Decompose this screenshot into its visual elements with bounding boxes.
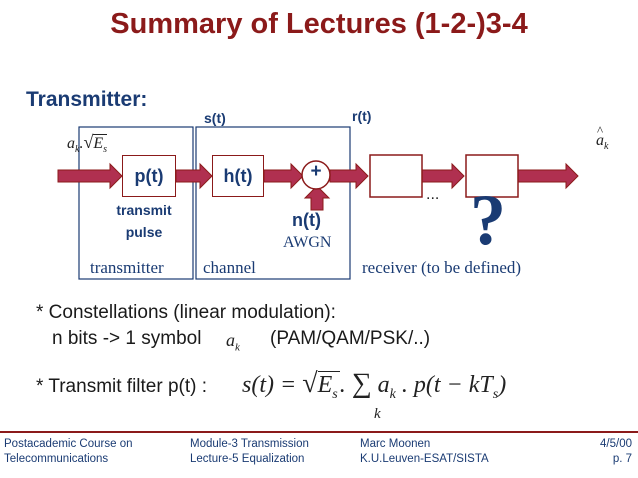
footer-module-line1: Module-3 Transmission bbox=[190, 438, 309, 450]
footer-author: Marc Moonen K.U.Leuven-ESAT/SISTA bbox=[360, 437, 489, 467]
slide-title: Summary of Lectures (1-2-)3-4 bbox=[110, 8, 528, 40]
h-to-adder-arrow bbox=[263, 162, 304, 190]
question-mark: ? bbox=[470, 180, 506, 260]
footer-author-line1: Marc Moonen bbox=[360, 438, 431, 450]
formula-es: E bbox=[317, 372, 333, 398]
formula-ts-sub: s bbox=[492, 386, 499, 402]
section-heading: Transmitter: bbox=[26, 88, 148, 111]
channel-label: channel bbox=[203, 258, 256, 277]
receiver-mid-arrow bbox=[421, 162, 465, 190]
transmitter-group-box bbox=[78, 126, 194, 280]
pulse-block: p(t) bbox=[122, 155, 176, 197]
adder-circle bbox=[301, 160, 331, 190]
footer-module-line2: Lecture-5 Equalization bbox=[190, 453, 305, 465]
formula-sigma: ∑ bbox=[351, 368, 372, 399]
footer-date-page: 4/5/00 p. 7 bbox=[560, 437, 632, 467]
formula-sqrt-arg: Es bbox=[317, 371, 340, 402]
footer-course: Postacademic Course on Telecommunication… bbox=[4, 437, 132, 467]
symbol-a: a bbox=[226, 330, 235, 350]
transmit-pulse-line1: transmit bbox=[116, 202, 172, 218]
formula-close: ) bbox=[498, 372, 507, 398]
ellipsis: ... bbox=[426, 186, 440, 203]
footer-page-number: p. 7 bbox=[612, 453, 632, 465]
formula-rest: . p(t − kT bbox=[401, 372, 493, 398]
output-arrow bbox=[517, 162, 579, 190]
channel-block-label: h(t) bbox=[223, 166, 253, 186]
adder-to-receiver-arrow bbox=[329, 162, 369, 190]
input-a: a bbox=[67, 135, 75, 152]
input-a-sub: k bbox=[75, 144, 80, 156]
noise-label: n(t) bbox=[292, 210, 321, 230]
receiver-block-1 bbox=[369, 154, 423, 198]
transmitter-label: transmitter bbox=[90, 258, 164, 277]
formula-lhs: s(t) = bbox=[242, 372, 297, 398]
formula-a-sub: k bbox=[389, 386, 396, 402]
formula-sum-index: k bbox=[374, 406, 381, 422]
footer-course-line1: Postacademic Course on bbox=[4, 438, 133, 450]
input-sqrt-arg: Es bbox=[93, 134, 108, 156]
transmit-pulse-line2: pulse bbox=[125, 224, 163, 240]
output-a-sub: k bbox=[604, 141, 609, 153]
constellation-types: (PAM/QAM/PSK/..) bbox=[270, 328, 431, 349]
pulse-block-label: p(t) bbox=[134, 166, 164, 186]
footer-author-line2: K.U.Leuven-ESAT/SISTA bbox=[360, 453, 489, 465]
receiver-label: receiver (to be defined) bbox=[362, 258, 522, 277]
input-es: E bbox=[93, 135, 104, 152]
p-to-h-arrow bbox=[175, 162, 213, 190]
transmit-pulse-caption: transmit pulse bbox=[104, 199, 184, 243]
formula-dot: . bbox=[339, 372, 346, 398]
bullet-constellations-detail: n bits -> 1 symbol bbox=[52, 328, 202, 349]
receiver-block-2 bbox=[465, 154, 519, 198]
bullet-constellations: * Constellations (linear modulation): bbox=[36, 302, 336, 323]
bullet-transmit-filter: * Transmit filter p(t) : bbox=[36, 376, 208, 397]
input-es-sub: s bbox=[103, 144, 108, 156]
output-hat: ^ bbox=[597, 123, 604, 138]
footer-module: Module-3 Transmission Lecture-5 Equaliza… bbox=[190, 437, 309, 467]
signal-r-label: r(t) bbox=[352, 108, 372, 124]
signal-s-label: s(t) bbox=[204, 110, 226, 126]
formula-es-sub: s bbox=[332, 386, 338, 402]
input-signal-label: ak.√Es bbox=[67, 132, 108, 156]
input-dot: . bbox=[79, 135, 84, 152]
footer-course-line2: Telecommunications bbox=[4, 453, 109, 465]
output-signal-label: ^ak bbox=[596, 123, 609, 153]
symbol-ak: ak bbox=[226, 330, 240, 354]
channel-group-box bbox=[195, 126, 351, 280]
adder-plus: + bbox=[310, 161, 322, 182]
channel-block: h(t) bbox=[212, 155, 264, 197]
symbol-a-sub: k bbox=[235, 341, 240, 354]
input-arrow bbox=[57, 162, 123, 190]
noise-arrow bbox=[303, 185, 331, 211]
footer-divider bbox=[0, 431, 638, 433]
output-a: a bbox=[596, 132, 604, 149]
awgn-label: AWGN bbox=[283, 234, 332, 251]
transmit-formula: s(t) = √Es. ∑ ak . p(t − kTs) bbox=[242, 368, 507, 402]
footer-date: 4/5/00 bbox=[600, 438, 632, 450]
formula-a: a bbox=[377, 372, 390, 398]
